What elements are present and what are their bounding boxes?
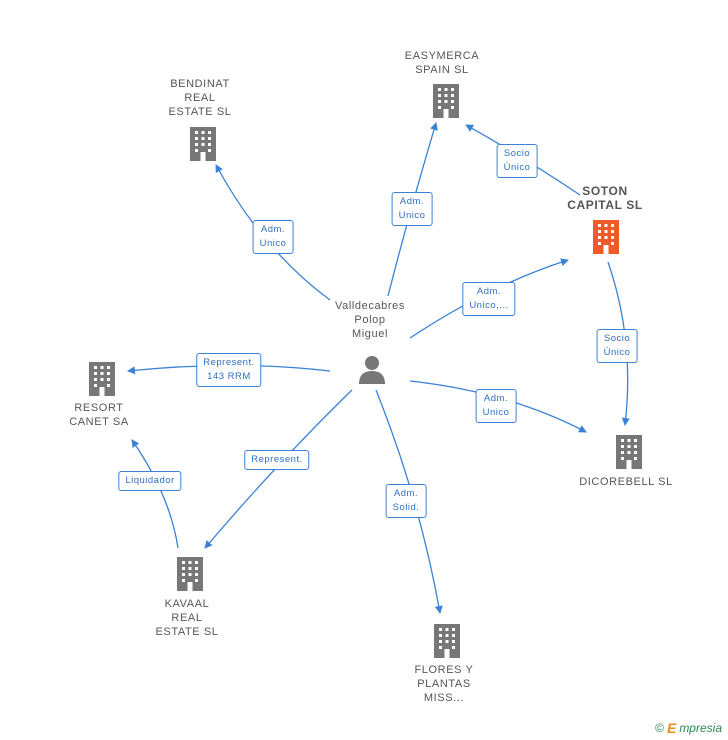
node-label-resort[interactable]: RESORT CANET SA xyxy=(69,402,129,428)
brand-word: mpresia xyxy=(679,721,722,735)
edge-label-soton-easymerca[interactable]: Socio Único xyxy=(496,144,538,178)
edge-kavaal-resort xyxy=(131,439,179,549)
node-label-dicorebell[interactable]: DICOREBELL SL xyxy=(579,476,673,488)
building-icon-kavaal[interactable] xyxy=(175,557,205,591)
edge-label-center-bendinat[interactable]: Adm. Unico xyxy=(252,220,294,254)
building-icon-bendinat[interactable] xyxy=(188,127,218,161)
building-icon-dicorebell[interactable] xyxy=(614,435,644,469)
person-icon[interactable] xyxy=(357,354,387,384)
node-label-center[interactable]: Valldecabres Polop Miguel xyxy=(335,300,405,340)
node-label-bendinat[interactable]: BENDINAT REAL ESTATE SL xyxy=(168,78,232,118)
edge-label-center-easymerca[interactable]: Adm. Unico xyxy=(391,192,433,226)
building-icon-flores[interactable] xyxy=(432,624,462,658)
building-icon-soton[interactable] xyxy=(591,220,621,254)
node-label-flores[interactable]: FLORES Y PLANTAS MISS... xyxy=(414,664,474,704)
edge-label-center-dicorebell[interactable]: Adm. Unico xyxy=(475,389,517,423)
edge-label-center-kavaal[interactable]: Represent. xyxy=(244,450,310,470)
copyright-icon: © xyxy=(655,721,664,735)
edge-label-center-resort[interactable]: Represent. 143 RRM xyxy=(196,353,262,387)
edge-label-soton-dicorebell[interactable]: Socio Único xyxy=(596,329,638,363)
node-label-kavaal[interactable]: KAVAAL REAL ESTATE SL xyxy=(155,598,219,638)
edge-label-center-flores[interactable]: Adm. Solid. xyxy=(385,484,427,518)
edge-label-center-soton[interactable]: Adm. Unico,... xyxy=(462,282,516,316)
building-icon-resort[interactable] xyxy=(87,362,117,396)
building-icon-easymerca[interactable] xyxy=(431,84,461,118)
brand-initial: E xyxy=(666,720,677,736)
edge-label-kavaal-resort[interactable]: Liquidador xyxy=(118,471,182,491)
node-label-soton[interactable]: SOTON CAPITAL SL xyxy=(567,184,643,212)
node-label-easymerca[interactable]: EASYMERCA SPAIN SL xyxy=(404,50,480,76)
